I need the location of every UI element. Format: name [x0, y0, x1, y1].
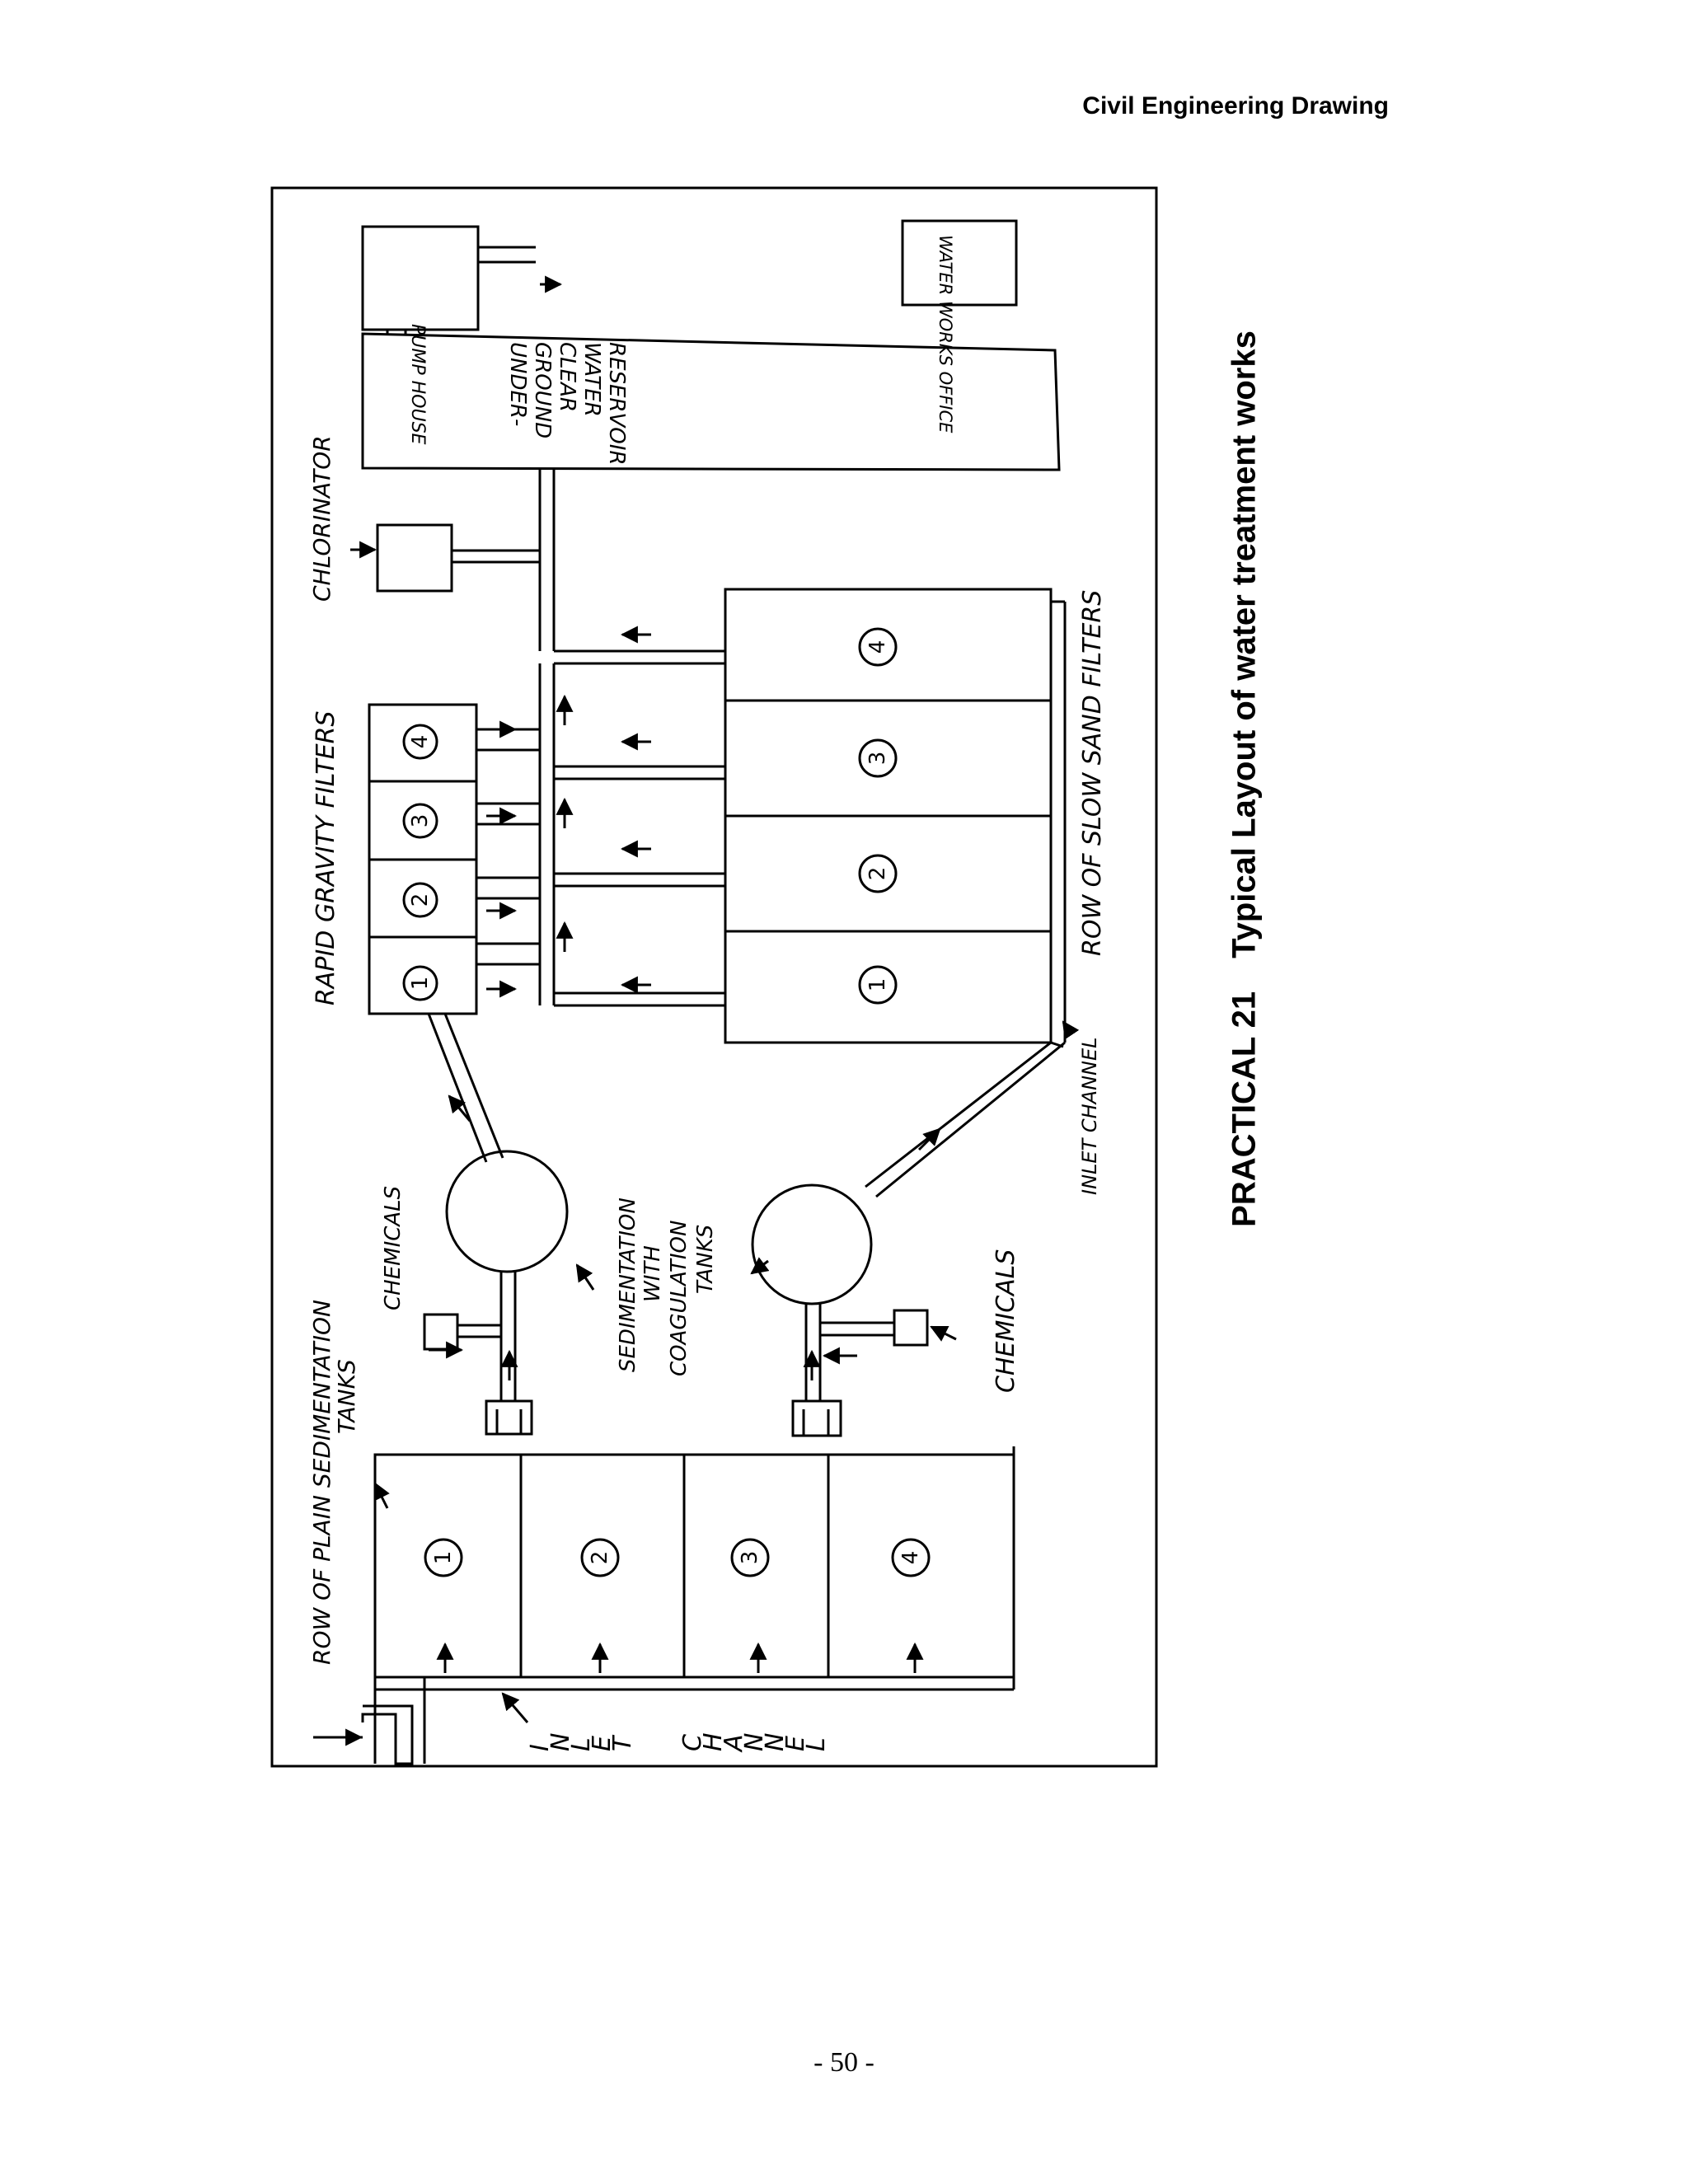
rapid-filter-number-1: 1 [408, 977, 433, 991]
chlorinator-box [376, 523, 453, 593]
chemicals-bottom-label: CHEMICALS [992, 1249, 1020, 1393]
pump-house-label: PUMP HOUSE [407, 324, 428, 445]
inlet-channel-letter: L [802, 1737, 831, 1751]
page-number: - 50 - [814, 2047, 874, 2078]
slow-filter-number-2: 2 [865, 867, 890, 881]
inlet-channel-letter: H [699, 1732, 728, 1751]
rapid-filter-number-4: 4 [408, 735, 433, 749]
page-header: Civil Engineering Drawing [1082, 92, 1389, 120]
reservoir-label: UNDER- GROUND CLEAR WATER RESERVOIR [505, 342, 629, 465]
leader-arrow [1062, 1020, 1080, 1040]
leader-arrow [575, 1263, 595, 1291]
figure-caption: PRACTICAL 21 Typical Layout of water trea… [1226, 330, 1264, 1227]
pump-house-box [361, 225, 480, 331]
slow-filter-number-3: 3 [865, 752, 890, 766]
plain-sedimentation-label: ROW OF PLAIN SEDIMENTATION TANKS [308, 1300, 360, 1665]
plain-tank-number-3: 3 [738, 1551, 762, 1565]
reservoir-label-line: UNDER- [505, 342, 530, 426]
reservoir-label-line: GROUND [530, 342, 555, 438]
sedimentation-label-line: SEDIMENTATION [616, 1197, 640, 1372]
water-works-office-box [901, 219, 1018, 307]
plain-sedimentation-label-line: ROW OF PLAIN SEDIMENTATION [308, 1300, 335, 1665]
rapid-filter-number-3: 3 [408, 814, 433, 828]
caption-number: PRACTICAL 21 [1226, 991, 1263, 1227]
leader-arrow [373, 1482, 390, 1509]
inlet-channel-letter: A [720, 1734, 748, 1753]
water-works-office-label: WATER WORKS OFFICE [935, 235, 955, 434]
plain-sedimentation-label-line: TANKS [333, 1359, 360, 1434]
rapid-gravity-filters-label: RAPID GRAVITY FILTERS [312, 710, 340, 1005]
diagram-frame [270, 186, 1158, 1768]
figure-caption-container: PRACTICAL 21 Typical Layout of water trea… [1212, 330, 1278, 1227]
inlet-channel-letter: N [761, 1733, 790, 1751]
chlorinator-label: CHLORINATOR [308, 435, 335, 602]
inlet-channel-letter: E [588, 1736, 617, 1751]
slow-filter-number-4: 4 [865, 640, 890, 654]
chemicals-dosing-top [423, 1313, 459, 1351]
reservoir-label-line: RESERVOIR [604, 342, 629, 465]
reservoir-label-line: CLEAR [555, 342, 579, 412]
slow-filter-number-1: 1 [865, 978, 890, 992]
rapid-filter-number-2: 2 [408, 893, 433, 907]
inlet-channel-letter: N [546, 1733, 575, 1751]
flow-arrow [448, 1094, 471, 1122]
slow-sand-filters-label: ROW OF SLOW SAND FILTERS [1078, 590, 1107, 956]
leader-arrow [750, 1257, 770, 1275]
plain-tank-number-2: 2 [588, 1551, 612, 1565]
sedimentation-tank-top [445, 1150, 569, 1273]
inlet-channel-letter: E [781, 1736, 810, 1751]
sedimentation-tank-bottom [751, 1183, 873, 1305]
sedimentation-coagulation-label: SEDIMENTATION WITH COAGULATION TANKS [616, 1197, 718, 1376]
caption-title: Typical Layout of water treatment works [1226, 330, 1263, 958]
inlet-channel-label: I N L E T C H A N N E L [526, 1732, 831, 1753]
chemicals-top-label: CHEMICALS [381, 1186, 406, 1310]
leader-arrow [501, 1692, 529, 1723]
inlet-channel-small-label: INLET CHANNEL [1078, 1037, 1101, 1195]
plain-tank-number-1: 1 [431, 1551, 456, 1565]
reservoir-tank [361, 332, 1061, 471]
inlet-channel-letter: I [526, 1744, 555, 1751]
inlet-channel-letter: L [567, 1737, 596, 1751]
plain-tank-number-4: 4 [898, 1551, 923, 1565]
leader-arrow [930, 1325, 957, 1342]
chemicals-dosing-bottom [893, 1309, 929, 1347]
plain-sedimentation-tanks-box [373, 1453, 1015, 1679]
inlet-channel-letter: N [740, 1733, 769, 1751]
inlet-channel-letter: T [608, 1734, 637, 1751]
inlet-channel-letter: C [678, 1734, 707, 1751]
reservoir-label-line: WATER [579, 342, 604, 417]
sedimentation-label-line: WITH [640, 1245, 665, 1302]
sedimentation-label-line: COAGULATION [667, 1221, 692, 1376]
flow-arrow [917, 1127, 941, 1151]
sedimentation-label-line: TANKS [693, 1225, 718, 1294]
